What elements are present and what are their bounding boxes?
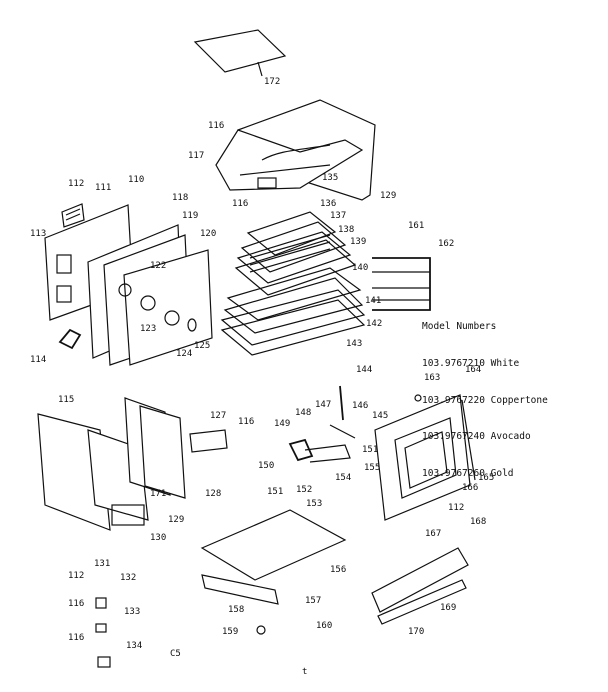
part-label-129: 129: [168, 515, 184, 525]
part-label-171: 171: [150, 489, 166, 499]
model-numbers-block: Model Numbers 103.9767210 White 103.9767…: [422, 297, 582, 492]
part-label-113: 113: [30, 229, 46, 239]
part-label-122: 122: [150, 261, 166, 271]
part-label-160: 160: [316, 621, 332, 631]
part-label-170: 170: [408, 627, 424, 637]
model-number-row: 103.9767220 Coppertone: [422, 394, 548, 406]
part-label-115: 115: [58, 395, 74, 405]
part-label-140: 140: [352, 263, 368, 273]
part-label-151: 151: [267, 487, 283, 497]
model-numbers-title: Model Numbers: [422, 321, 497, 333]
part-label-159: 159: [222, 627, 238, 637]
part-label-110: 110: [128, 175, 144, 185]
part-label-119: 119: [182, 211, 198, 221]
model-number-row: 103.9767210 White: [422, 358, 520, 370]
part-label-112: 112: [68, 571, 84, 581]
part-label-167: 167: [425, 529, 441, 539]
part-kick-panel: [371, 547, 469, 625]
part-label-161: 161: [408, 221, 424, 231]
part-label-154: 154: [335, 473, 351, 483]
part-label-152: 152: [296, 485, 312, 495]
part-label-148: 148: [295, 408, 311, 418]
part-label-166: 166: [462, 483, 478, 493]
part-label-132: 132: [120, 573, 136, 583]
part-label-163: 163: [424, 373, 440, 383]
part-label-168: 168: [470, 517, 486, 527]
part-label-116: 116: [208, 121, 224, 131]
part-label-169: 169: [440, 603, 456, 613]
model-number-row: 103.9767240 Avocado: [422, 431, 531, 443]
part-label-116: 116: [232, 199, 248, 209]
part-label-144: 144: [356, 365, 372, 375]
part-label-128: 128: [205, 489, 221, 499]
part-label-141: 141: [365, 296, 381, 306]
part-label-145: 145: [372, 411, 388, 421]
part-door-hinge: [288, 385, 356, 463]
part-label-112: 112: [448, 503, 464, 513]
part-label-162: 162: [438, 239, 454, 249]
part-label-150: 150: [258, 461, 274, 471]
model-number-row: 103.9767260 Gold: [422, 467, 514, 479]
part-label-155: 155: [364, 463, 380, 473]
part-label-125: 125: [194, 341, 210, 351]
part-small-hardware: [95, 394, 422, 668]
part-label-153: 153: [306, 499, 322, 509]
part-label-147: 147: [315, 400, 331, 410]
part-bracket: [58, 328, 82, 350]
part-label-157: 157: [305, 596, 321, 606]
part-label-120: 120: [200, 229, 216, 239]
part-label-117: 117: [188, 151, 204, 161]
part-bottom-panel: [200, 509, 347, 605]
part-label-139: 139: [350, 237, 366, 247]
part-label-134: 134: [126, 641, 142, 651]
part-label-116: 116: [68, 633, 84, 643]
part-top-panel: [193, 29, 287, 77]
part-label-118: 118: [172, 193, 188, 203]
part-label-172: 172: [264, 77, 280, 87]
part-label-138: 138: [338, 225, 354, 235]
part-label-123: 123: [140, 324, 156, 334]
part-label-149: 149: [274, 419, 290, 429]
part-label-143: 143: [346, 339, 362, 349]
part-label-124: 124: [176, 349, 192, 359]
part-oven-door: [374, 394, 476, 521]
part-label-156: 156: [330, 565, 346, 575]
part-label-165: 165: [478, 473, 494, 483]
part-lower-side-panel: [37, 397, 186, 531]
part-label-133: 133: [124, 607, 140, 617]
part-label-111: 111: [95, 183, 111, 193]
part-label-plate: [189, 429, 228, 453]
part-label-127: 127: [210, 411, 226, 421]
part-oven-racks: [220, 211, 366, 356]
part-label-137: 137: [330, 211, 346, 221]
part-label-136: 136: [320, 199, 336, 209]
part-label-116: 116: [68, 599, 84, 609]
part-control-panel-frames: [87, 224, 213, 366]
part-label-116: 116: [238, 417, 254, 427]
part-label-158: 158: [228, 605, 244, 615]
part-label-135: 135: [322, 173, 338, 183]
part-label-112: 112: [68, 179, 84, 189]
part-label-146: 146: [352, 401, 368, 411]
part-label-131: 131: [94, 559, 110, 569]
part-label-129: 129: [380, 191, 396, 201]
part-label-130: 130: [150, 533, 166, 543]
part-label-114: 114: [30, 355, 46, 365]
part-label-142: 142: [366, 319, 382, 329]
part-label-164: 164: [465, 365, 481, 375]
footer-code: C5: [170, 649, 181, 659]
part-top-housing: [215, 99, 376, 201]
part-label-151: 151: [362, 445, 378, 455]
part-rear-frame: [372, 257, 431, 311]
corner-mark: t: [302, 667, 307, 677]
